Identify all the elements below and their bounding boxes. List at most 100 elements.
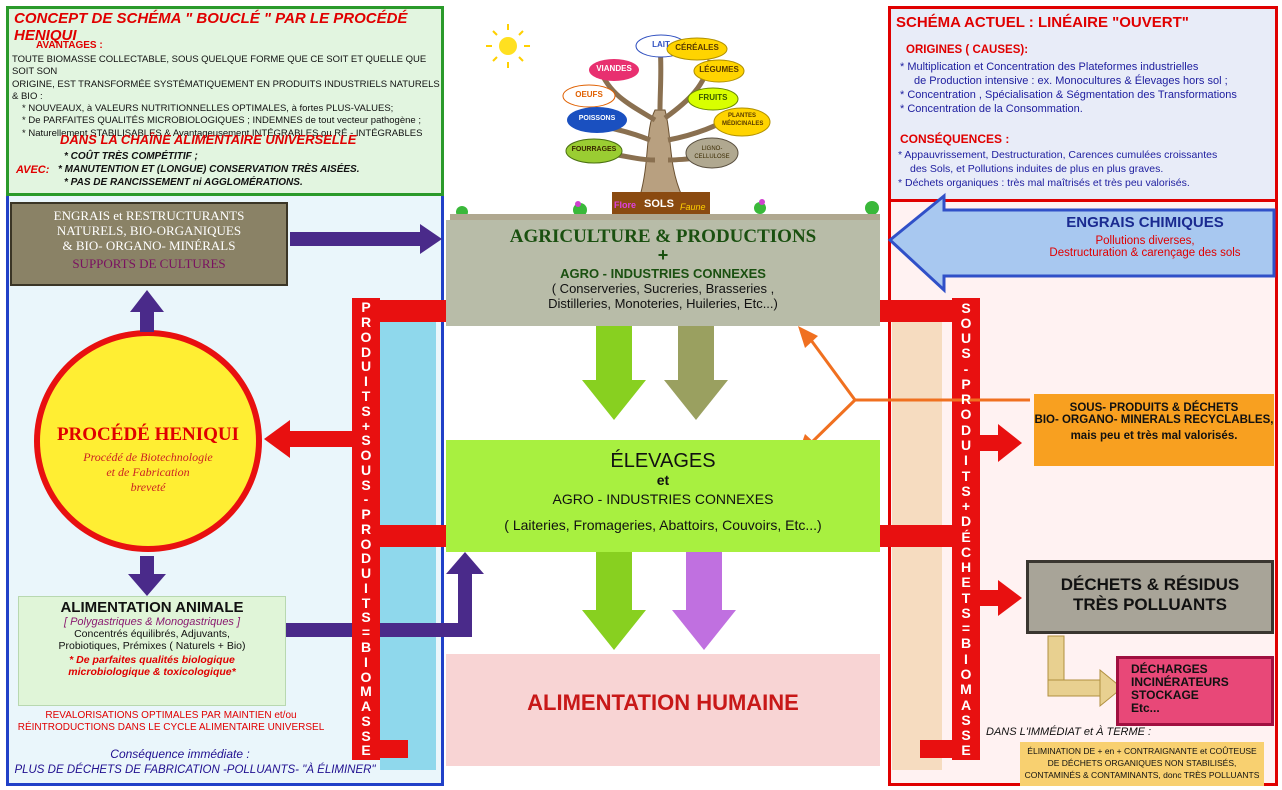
vertical-letter: D [960, 421, 972, 438]
revalorisations-text: REVALORISATIONS OPTIMALES PAR MAINTIEN e… [12, 710, 330, 734]
avec-line: * MANUTENTION ET (LONGUE) CONSERVATION T… [58, 164, 360, 175]
vertical-letter: I [364, 653, 368, 670]
tree-label-plantes: PLANTES MÉDICINALES [722, 113, 764, 127]
decharges-box: DÉCHARGES INCINÉRATEURS STOCKAGE Etc... [1116, 656, 1274, 726]
tree-icon [450, 34, 880, 220]
vertical-letter: S [961, 482, 971, 499]
avantages-line: * NOUVEAUX, à VALEURS NUTRITIONNELLES OP… [22, 103, 394, 115]
terme-heading: DANS L'IMMÉDIAT et À TERME : [986, 726, 1152, 738]
vertical-letter: U [960, 330, 972, 347]
origines-list: * Multiplication et Concentration des Pl… [900, 60, 1276, 116]
consequences-heading: CONSÉQUENCES : [900, 132, 1010, 146]
tree-label-fourrages: FOURRAGES [571, 146, 617, 153]
engrais-naturels-box: ENGRAIS et RESTRUCTURANTS NATURELS, BIO-… [10, 202, 288, 286]
terme-line: ÉLIMINATION DE + en + CONTRAIGNANTE et C… [1027, 746, 1257, 756]
origines-line: * Concentration , Spécialisation & Ségme… [900, 89, 1237, 101]
arrow-engrais-chimiques [887, 192, 1276, 294]
vertical-letter: B [960, 635, 972, 652]
avec-line: * PAS DE RANCISSEMENT ni AGGLOMÉRATIONS. [64, 177, 303, 188]
elevages-subtitle: AGRO - INDUSTRIES CONNEXES [552, 491, 774, 507]
vertical-letter: A [960, 696, 972, 713]
consequence-heading: Conséquence immédiate : [110, 747, 250, 761]
arrow-to-dechets [980, 580, 1022, 616]
tree-label-oeufs: OEUFS [575, 90, 603, 99]
tree-base-flore: Flore [614, 200, 637, 210]
tree-label-poissons: POISSONS [578, 115, 616, 122]
vertical-letter: R [360, 314, 372, 331]
terme-box: ÉLIMINATION DE + en + CONTRAIGNANTE et C… [1020, 742, 1264, 786]
alimentation-animale-line: Concentrés équilibrés, Adjuvants, [74, 628, 230, 640]
arrow-dechets-to-decharges [1047, 635, 1123, 708]
consequences-line: * Déchets organiques : très mal maîtrisé… [898, 177, 1190, 189]
tree-base-sols: SOLS [644, 198, 674, 210]
decharges-line: INCINÉRATEURS [1131, 675, 1229, 689]
avec-label: AVEC: [16, 164, 50, 176]
vertical-letter: O [360, 668, 372, 685]
origines-line: * Concentration de la Consommation. [900, 103, 1083, 115]
terme-line: DE DÉCHETS ORGANIQUES NON STABILISÉS, [1047, 758, 1237, 768]
elevages-line: ( Laiteries, Fromageries, Abattoirs, Cou… [504, 517, 822, 533]
vertical-letter: D [960, 513, 972, 530]
agriculture-plus: + [657, 245, 669, 265]
vertical-letter: I [364, 579, 368, 596]
sous-produits-note: mais peu et très mal valorisés. [1070, 430, 1238, 442]
avantages-heading: AVANTAGES : [36, 40, 103, 51]
avantages-list: TOUTE BIOMASSE COLLECTABLE, SOUS QUELQUE… [12, 54, 442, 140]
arrow-procede-to-engrais [130, 290, 164, 332]
vertical-letter: = [961, 620, 971, 637]
chain-heading: DANS LA CHAÎNE ALIMENTAIRE UNIVERSELLE [60, 132, 357, 147]
tree-label-fruits: FRUITS [698, 93, 728, 102]
vertical-letter: C [960, 543, 972, 560]
vertical-letter: M [960, 681, 972, 698]
vertical-letter: O [960, 406, 972, 423]
engrais-line: ENGRAIS et RESTRUCTURANTS [53, 208, 245, 223]
origines-heading: ORIGINES ( CAUSES): [906, 44, 1029, 56]
vertical-letter: O [360, 447, 372, 464]
vertical-letter: S [361, 432, 371, 449]
agriculture-subtitle: AGRO - INDUSTRIES CONNEXES [560, 266, 766, 281]
avec-line: * COÛT TRÈS COMPÉTITIF ; [64, 151, 198, 162]
revalorisations-line: REVALORISATIONS OPTIMALES PAR MAINTIEN e… [45, 710, 297, 721]
sous-produits-line: BIO- ORGANO- MINERALS RECYCLABLES, [1034, 414, 1274, 426]
vertical-letter: S [361, 727, 371, 744]
arrow-orange-head-up [798, 326, 818, 348]
sun-icon [486, 24, 530, 68]
vertical-letter: P [361, 299, 371, 316]
arrow-orange-fork [806, 335, 1030, 448]
vertical-letter: - [963, 360, 969, 377]
alimentation-animale-box: ALIMENTATION ANIMALE [ Polygastriques & … [18, 596, 286, 706]
avantages-line: * Naturellement STABILISABLES & Avantage… [22, 127, 423, 139]
vertical-letter: T [961, 467, 971, 484]
arrow-to-sous-produits [980, 424, 1022, 462]
arrow-elevages-to-humaine-purple [672, 552, 736, 650]
agriculture-title: AGRICULTURE & PRODUCTIONS [509, 226, 817, 247]
alimentation-animale-quality: * De parfaites qualités biologique [69, 654, 235, 666]
sous-produits-line: SOUS- PRODUITS & DÉCHETS [1069, 402, 1239, 414]
vertical-letter: T [961, 589, 971, 606]
vertical-letter: S [361, 476, 371, 493]
vertical-letter: H [960, 559, 972, 576]
vertical-letter: S [961, 727, 971, 744]
vertical-letter: E [961, 574, 971, 591]
engrais-supports: SUPPORTS DE CULTURES [72, 256, 226, 271]
engrais-chimiques-title: ENGRAIS CHIMIQUES [1066, 214, 1224, 231]
vertical-letter: U [360, 461, 372, 478]
engrais-line: NATURELS, BIO-ORGANIQUES [56, 223, 242, 238]
decharges-line: STOCKAGE [1131, 688, 1199, 702]
dechets-residus-box: DÉCHETS & RÉSIDUS TRÈS POLLUANTS [1026, 560, 1274, 634]
avantages-line: ORIGINE, EST TRANSFORMÉE SYSTÉMATIQUEMEN… [12, 78, 440, 102]
vertical-letter: T [361, 387, 371, 404]
dechets-line: DÉCHETS & RÉSIDUS [1060, 575, 1240, 594]
arrow-engrais-to-agriculture [290, 224, 442, 254]
agriculture-line: ( Conserveries, Sucreries, Brasseries , [551, 281, 775, 296]
engrais-chimiques-line: Pollutions diverses, [1095, 235, 1195, 247]
vertical-letter: + [361, 417, 371, 434]
tree-label-cereales: CÉRÉALES [675, 43, 719, 52]
vertical-letter: U [960, 437, 972, 454]
arrow-biomasse-to-procede [264, 420, 356, 458]
avec-list: * COÛT TRÈS COMPÉTITIF ; * MANUTENTION E… [58, 150, 360, 189]
vertical-letter: O [360, 328, 372, 345]
